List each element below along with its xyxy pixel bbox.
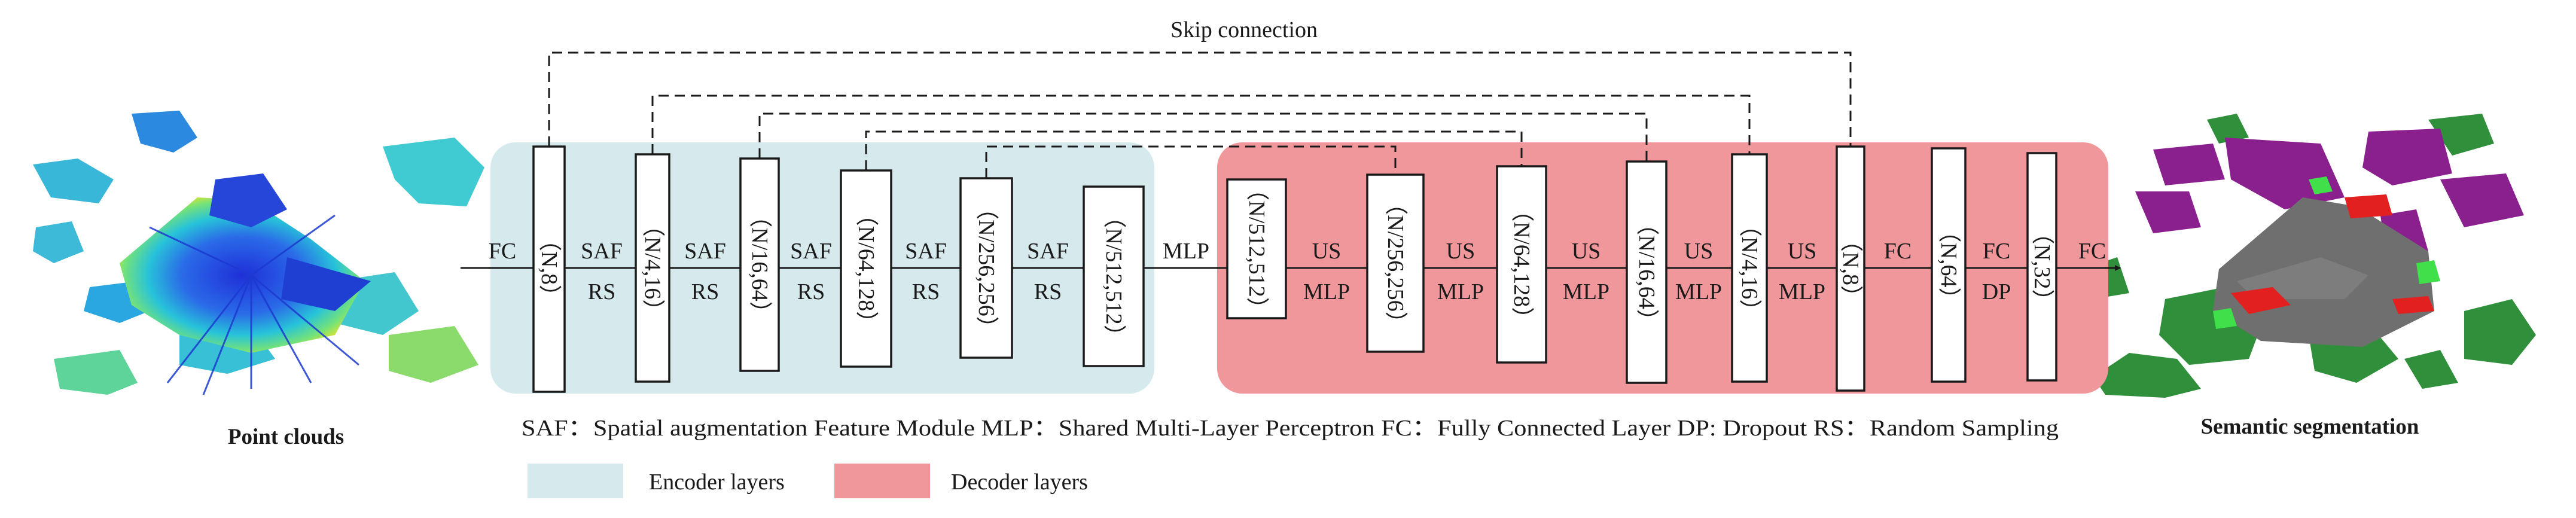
output-segmentation-image xyxy=(2081,114,2536,398)
legend-label-decoder: Decoder layers xyxy=(951,470,1088,495)
op-mlp-bridge: MLP xyxy=(1163,239,1209,264)
segmentation-cars xyxy=(2231,194,2434,314)
abbreviation-legend: SAF：Spatial augmentation Feature Module … xyxy=(522,416,2059,441)
op-fc-1: FC xyxy=(1884,239,1912,264)
skip-connection-n8 xyxy=(548,51,1852,147)
encoder-box-5 xyxy=(959,177,1013,359)
encoder-box-6-label: （N/512,512） xyxy=(1101,205,1126,348)
op-saf-1: SAF xyxy=(581,239,623,264)
decoder-blocks: （N/512,512） （N/256,256） （N/64,128） （N/16… xyxy=(1226,145,2057,392)
op-fc-3: FC xyxy=(2078,239,2106,264)
encoder-box-1-label: （N,8） xyxy=(536,228,562,307)
op-us-4: US xyxy=(1684,239,1714,264)
op-fc-2: FC xyxy=(1983,239,2010,264)
skip-connection-n16-64 xyxy=(758,112,1648,196)
op-rs-4: RS xyxy=(912,279,940,304)
op-us-1: US xyxy=(1312,239,1342,264)
encoder-box-5-label: （N/256,256） xyxy=(974,197,999,339)
decoder-box-2 xyxy=(1366,173,1425,353)
decoder-box-7 xyxy=(1931,147,1967,383)
point-cloud-rays xyxy=(149,214,359,395)
op-us-3: US xyxy=(1572,239,1601,264)
decoder-box-3 xyxy=(1496,165,1547,364)
skip-connections xyxy=(548,51,1852,196)
op-saf-4: SAF xyxy=(905,239,947,264)
decoder-box-6 xyxy=(1836,145,1865,392)
decoder-box-1-label: （N/512,512） xyxy=(1244,178,1269,320)
encoder-blocks: （N,8） （N/4,16） （N/16,64） （N/64,128） （N/2… xyxy=(532,145,1145,393)
encoder-box-6 xyxy=(1083,185,1145,367)
decoder-box-4 xyxy=(1626,160,1667,384)
encoder-box-2 xyxy=(635,153,670,383)
decoder-box-1 xyxy=(1226,178,1287,319)
op-mlp-5: MLP xyxy=(1779,279,1825,304)
decoder-box-3-label: （N/64,128） xyxy=(1509,199,1534,330)
op-saf-3: SAF xyxy=(790,239,832,264)
legend-label-encoder: Encoder layers xyxy=(649,470,785,495)
segmentation-green-points xyxy=(2213,176,2440,329)
decoder-box-5-label: （N/4,16） xyxy=(1737,214,1762,322)
op-rs-3: RS xyxy=(797,279,825,304)
skip-connection-n64-128 xyxy=(865,130,1523,170)
op-mlp-2: MLP xyxy=(1437,279,1484,304)
op-mlp-1: MLP xyxy=(1303,279,1350,304)
input-title: Point clouds xyxy=(228,425,344,449)
op-mlp-4: MLP xyxy=(1675,279,1722,304)
skip-connection-n4-16 xyxy=(651,95,1751,154)
decoder-box-8-label: （N,32） xyxy=(2029,222,2054,312)
encoder-box-4 xyxy=(840,169,892,368)
op-rs-5: RS xyxy=(1034,279,1062,304)
encoder-box-2-label: （N/4,16） xyxy=(640,214,665,322)
op-fc-input: FC xyxy=(489,239,516,264)
skip-connection-n256-256 xyxy=(985,145,1397,178)
op-dp: DP xyxy=(1982,279,2011,304)
encoder-box-3 xyxy=(739,157,780,372)
op-us-5: US xyxy=(1788,239,1817,264)
point-cloud-blobs xyxy=(33,111,484,395)
op-saf-2: SAF xyxy=(684,239,726,264)
op-rs-1: RS xyxy=(588,279,615,304)
color-legend: Encoder layers Decoder layers xyxy=(528,464,1088,498)
operation-labels: FC SAF RS SAF RS SAF RS SAF RS SAF RS ML… xyxy=(489,239,2106,304)
decoder-box-5 xyxy=(1731,153,1768,383)
encoder-box-3-label: （N/16,64） xyxy=(747,205,772,324)
decoder-box-8 xyxy=(2026,152,2057,382)
point-cloud-core xyxy=(120,173,371,353)
legend-swatch-encoder xyxy=(528,464,623,498)
decoder-box-7-label: （N,64） xyxy=(1936,220,1961,310)
decoder-box-2-label: （N/256,256） xyxy=(1383,192,1408,334)
decoder-box-6-label: （N,8） xyxy=(1838,229,1863,308)
skip-connection-label: Skip connection xyxy=(1170,17,1318,42)
decoder-box-4-label: （N/16,64） xyxy=(1634,212,1659,332)
op-mlp-3: MLP xyxy=(1563,279,1609,304)
encoder-box-4-label: （N/64,128） xyxy=(853,203,879,334)
op-us-2: US xyxy=(1446,239,1476,264)
input-point-cloud-image xyxy=(33,111,484,395)
encoder-box-1 xyxy=(532,145,566,393)
op-saf-5: SAF xyxy=(1027,239,1069,264)
op-rs-2: RS xyxy=(691,279,719,304)
output-title: Semantic segmentation xyxy=(2201,415,2419,439)
legend-swatch-decoder xyxy=(834,464,930,498)
